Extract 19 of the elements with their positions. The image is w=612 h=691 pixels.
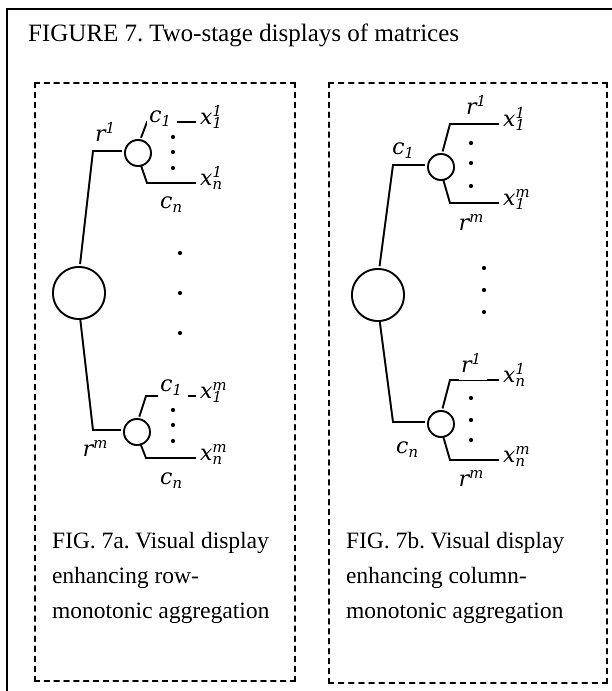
node-circle — [427, 410, 455, 438]
node-circle — [427, 153, 455, 181]
tree-branch — [442, 379, 499, 409]
figure-title: FIGURE 7. Two-stage displays of matrices — [28, 20, 460, 48]
tree-branch — [378, 164, 425, 266]
tree-branch — [79, 318, 121, 431]
node-circle — [351, 268, 405, 322]
tree-branch — [79, 150, 122, 264]
node-circle — [124, 139, 152, 167]
node-circle — [52, 266, 106, 320]
figure-caption: FIG. 7b. Visual display enhancing column-monotonic aggregation — [346, 527, 566, 626]
tree-branch — [442, 123, 499, 152]
tree-branch — [442, 178, 499, 204]
tree-branch — [139, 442, 196, 459]
tree-branch — [378, 320, 425, 423]
figure-caption: FIG. 7a. Visual display enhancing row-monotonic aggregation — [52, 527, 270, 626]
node-circle — [123, 418, 151, 446]
tree-branch — [140, 164, 196, 184]
tree-branch — [442, 435, 499, 461]
